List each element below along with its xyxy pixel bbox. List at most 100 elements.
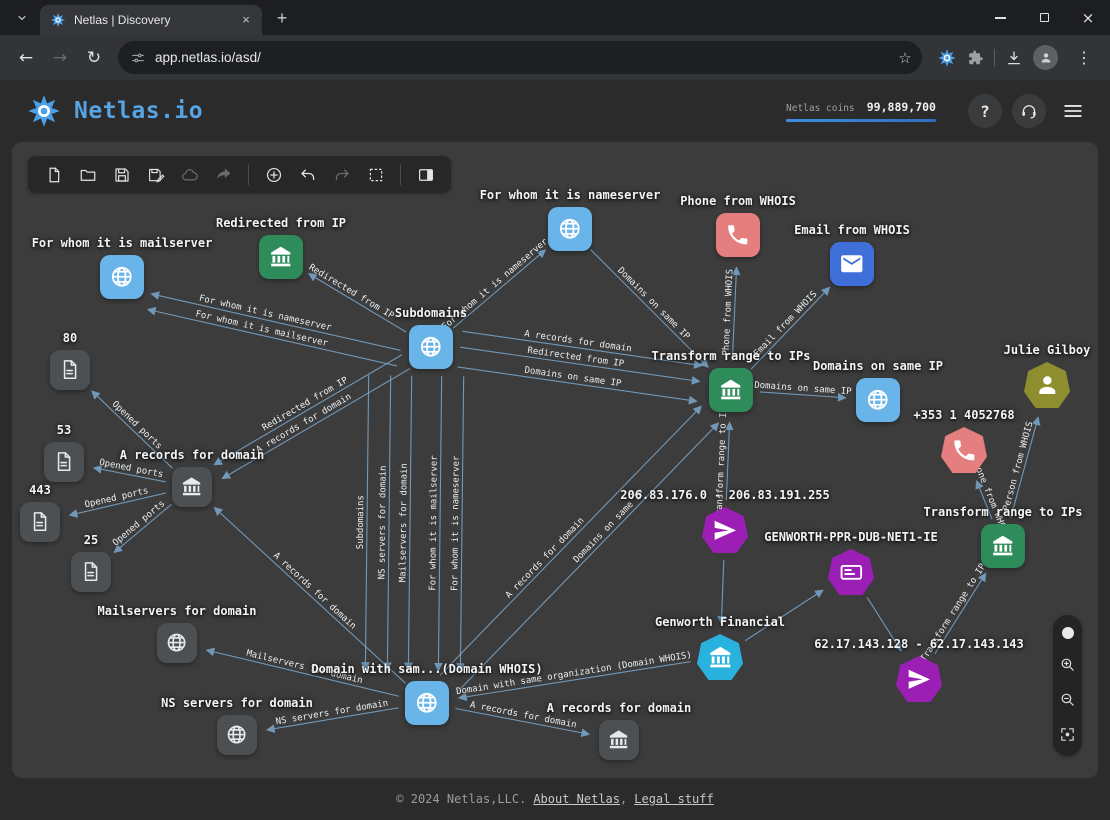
cloud-upload-icon [181, 166, 199, 184]
node-genworth-financial[interactable] [697, 634, 743, 680]
zoom-out-button[interactable] [1058, 689, 1078, 709]
node-domain-same-org[interactable] [405, 681, 449, 725]
browser-tab[interactable]: Netlas | Discovery × [40, 5, 262, 35]
open-project-button[interactable] [74, 161, 101, 188]
node-mailserver-for[interactable] [100, 255, 144, 299]
downloads-icon[interactable] [1005, 49, 1023, 67]
new-file-button[interactable] [40, 161, 67, 188]
about-link[interactable]: About Netlas [533, 792, 621, 806]
node-port-25[interactable] [71, 552, 111, 592]
app-header: Netlas.io Netlas coins 99,889,700 ? [0, 80, 1110, 142]
toolbar-divider [248, 164, 249, 185]
site-info-icon[interactable] [130, 50, 146, 66]
legal-link[interactable]: Legal stuff [634, 792, 714, 806]
graph-edge [404, 375, 413, 672]
node-label: For whom it is mailserver [31, 236, 213, 250]
headset-icon [1020, 102, 1038, 120]
select-area-button[interactable] [362, 161, 389, 188]
node-port-443[interactable] [20, 502, 60, 542]
node-transform-range-2[interactable] [981, 524, 1025, 568]
window-minimize-button[interactable] [978, 0, 1022, 35]
save-project-button[interactable] [108, 161, 135, 188]
graph-edge [213, 506, 407, 684]
node-email-whois[interactable] [830, 242, 874, 286]
graph-edge [1010, 416, 1041, 519]
bank-icon [180, 475, 203, 498]
globe-icon [165, 631, 188, 654]
globe-icon [865, 387, 891, 413]
graph-edge [307, 273, 407, 333]
tab-close-icon[interactable]: × [242, 12, 250, 27]
graph-edge [759, 391, 847, 402]
node-a-records-1[interactable] [172, 467, 212, 507]
chevron-down-icon [15, 11, 29, 25]
send-icon [906, 666, 933, 693]
node-label: Domains on same IP [812, 359, 944, 373]
graph-edge [460, 346, 701, 385]
node-julie-gilboy[interactable] [1024, 362, 1070, 408]
node-subdomains[interactable] [409, 325, 453, 369]
coins-value: 99,889,700 [866, 100, 936, 114]
node-ns-servers-domain[interactable] [217, 715, 257, 755]
zoom-knob[interactable] [1061, 627, 1074, 639]
hamburger-icon [1062, 100, 1084, 122]
toggle-side-panel-button[interactable] [412, 161, 439, 188]
node-label: 80 [62, 331, 78, 345]
back-button[interactable]: ← [10, 42, 42, 74]
help-button[interactable]: ? [968, 94, 1002, 128]
node-port-53[interactable] [44, 442, 84, 482]
file-icon [52, 450, 75, 473]
reload-button[interactable]: ↻ [78, 42, 110, 74]
node-phone-whois[interactable] [716, 213, 760, 257]
graph-edge [724, 421, 734, 501]
window-maximize-button[interactable] [1022, 0, 1066, 35]
node-transform-range-1[interactable] [709, 368, 753, 412]
node-genworth-badge[interactable] [828, 549, 874, 595]
address-bar[interactable]: app.netlas.io/asd/ ☆ [118, 41, 922, 74]
new-tab-button[interactable]: + [268, 4, 296, 32]
node-phone-julie[interactable] [941, 427, 987, 473]
person-icon [1039, 51, 1053, 65]
node-port-80[interactable] [50, 350, 90, 390]
node-nameserver-for[interactable] [548, 207, 592, 251]
extensions-puzzle-icon[interactable] [966, 49, 984, 67]
node-label: For whom it is nameserver [479, 188, 661, 202]
graph-edge [68, 492, 166, 518]
node-label: NS servers for domain [161, 696, 313, 710]
bookmark-star-icon[interactable]: ☆ [898, 48, 912, 67]
netlas-extension-icon[interactable] [937, 48, 957, 68]
edge-label: For whom it is nameserver [450, 455, 462, 591]
node-range-62[interactable] [896, 656, 942, 702]
node-range-206[interactable] [702, 507, 748, 553]
redo-button [328, 161, 355, 188]
graph-edge [934, 572, 987, 654]
undo-button[interactable] [294, 161, 321, 188]
save-as-button[interactable] [142, 161, 169, 188]
save-as-icon [147, 166, 165, 184]
node-label: Julie Gilboy [1003, 343, 1091, 357]
graph-edge [462, 330, 703, 369]
fit-view-button[interactable] [1058, 724, 1078, 744]
window-close-button[interactable]: × [1081, 8, 1095, 27]
url-text[interactable]: app.netlas.io/asd/ [155, 50, 261, 65]
globe-icon [225, 723, 248, 746]
phone-icon [725, 222, 751, 248]
tab-title: Netlas | Discovery [74, 13, 171, 27]
browser-menu-icon[interactable]: ⋮ [1068, 42, 1100, 74]
node-redirected-from-ip[interactable] [259, 235, 303, 279]
node-a-records-2[interactable] [599, 720, 639, 760]
support-button[interactable] [1012, 94, 1046, 128]
toolbar-divider [400, 164, 401, 185]
share-button [210, 161, 237, 188]
app-menu-button[interactable] [1062, 100, 1084, 122]
zoom-in-button[interactable] [1058, 654, 1078, 674]
node-mailservers-domain[interactable] [157, 623, 197, 663]
add-node-button[interactable] [260, 161, 287, 188]
profile-avatar[interactable] [1033, 45, 1058, 70]
tab-search-button[interactable] [8, 4, 36, 32]
send-icon [712, 517, 739, 544]
node-domains-same-ip[interactable] [856, 378, 900, 422]
node-label: Redirected from IP [215, 216, 347, 230]
netlas-brand[interactable]: Netlas.io [26, 93, 203, 129]
